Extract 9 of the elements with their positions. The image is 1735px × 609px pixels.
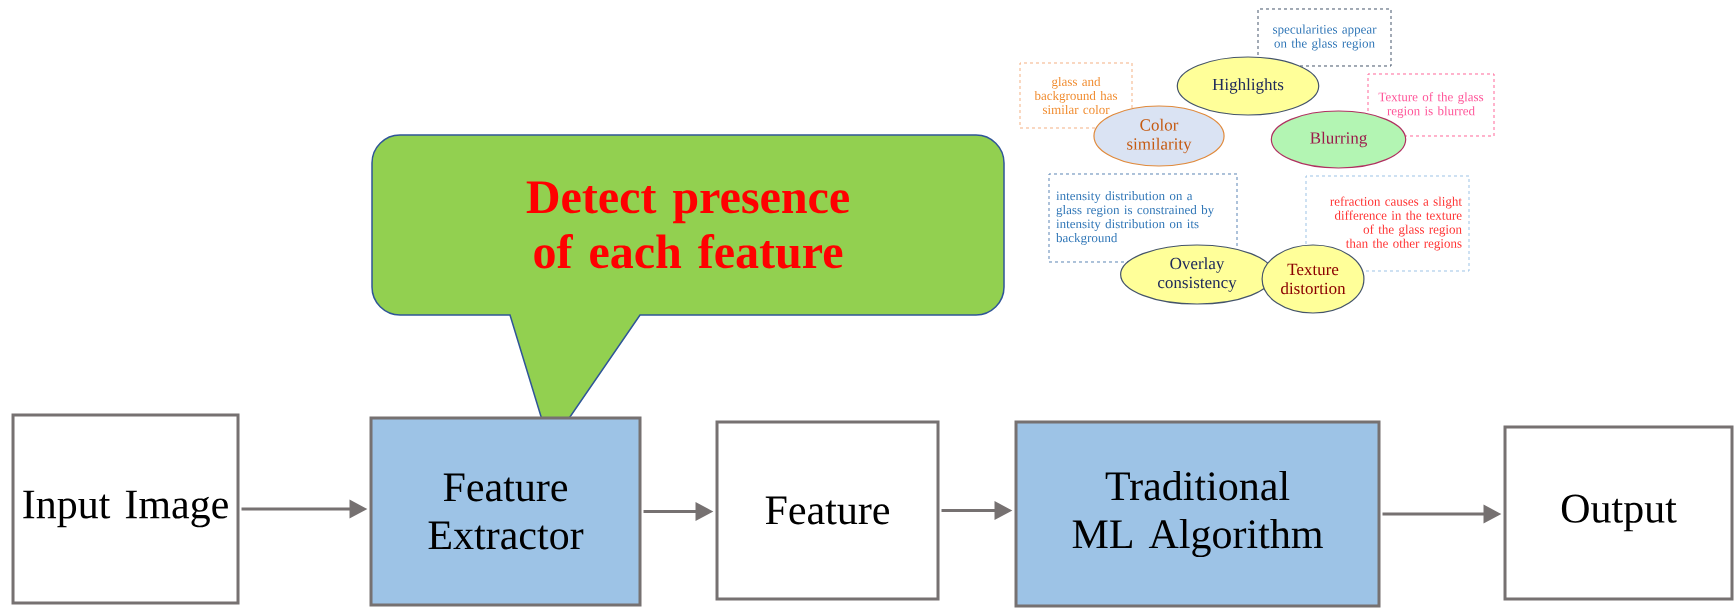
- process-box: Input Image: [11, 413, 240, 605]
- callout-bubble: Detect presence of each feature: [371, 134, 1005, 447]
- dashed-note-box: Texture of the glass region is blurred: [1367, 73, 1495, 137]
- dashed-note-box: glass and background has similar color: [1019, 62, 1133, 129]
- dashed-note-box: specularities appear on the glass region: [1257, 8, 1392, 67]
- process-box: Feature Extractor: [369, 416, 642, 607]
- process-box: Feature: [715, 420, 940, 601]
- process-box: Output: [1503, 425, 1734, 601]
- process-box: Traditional ML Algorithm: [1014, 420, 1381, 608]
